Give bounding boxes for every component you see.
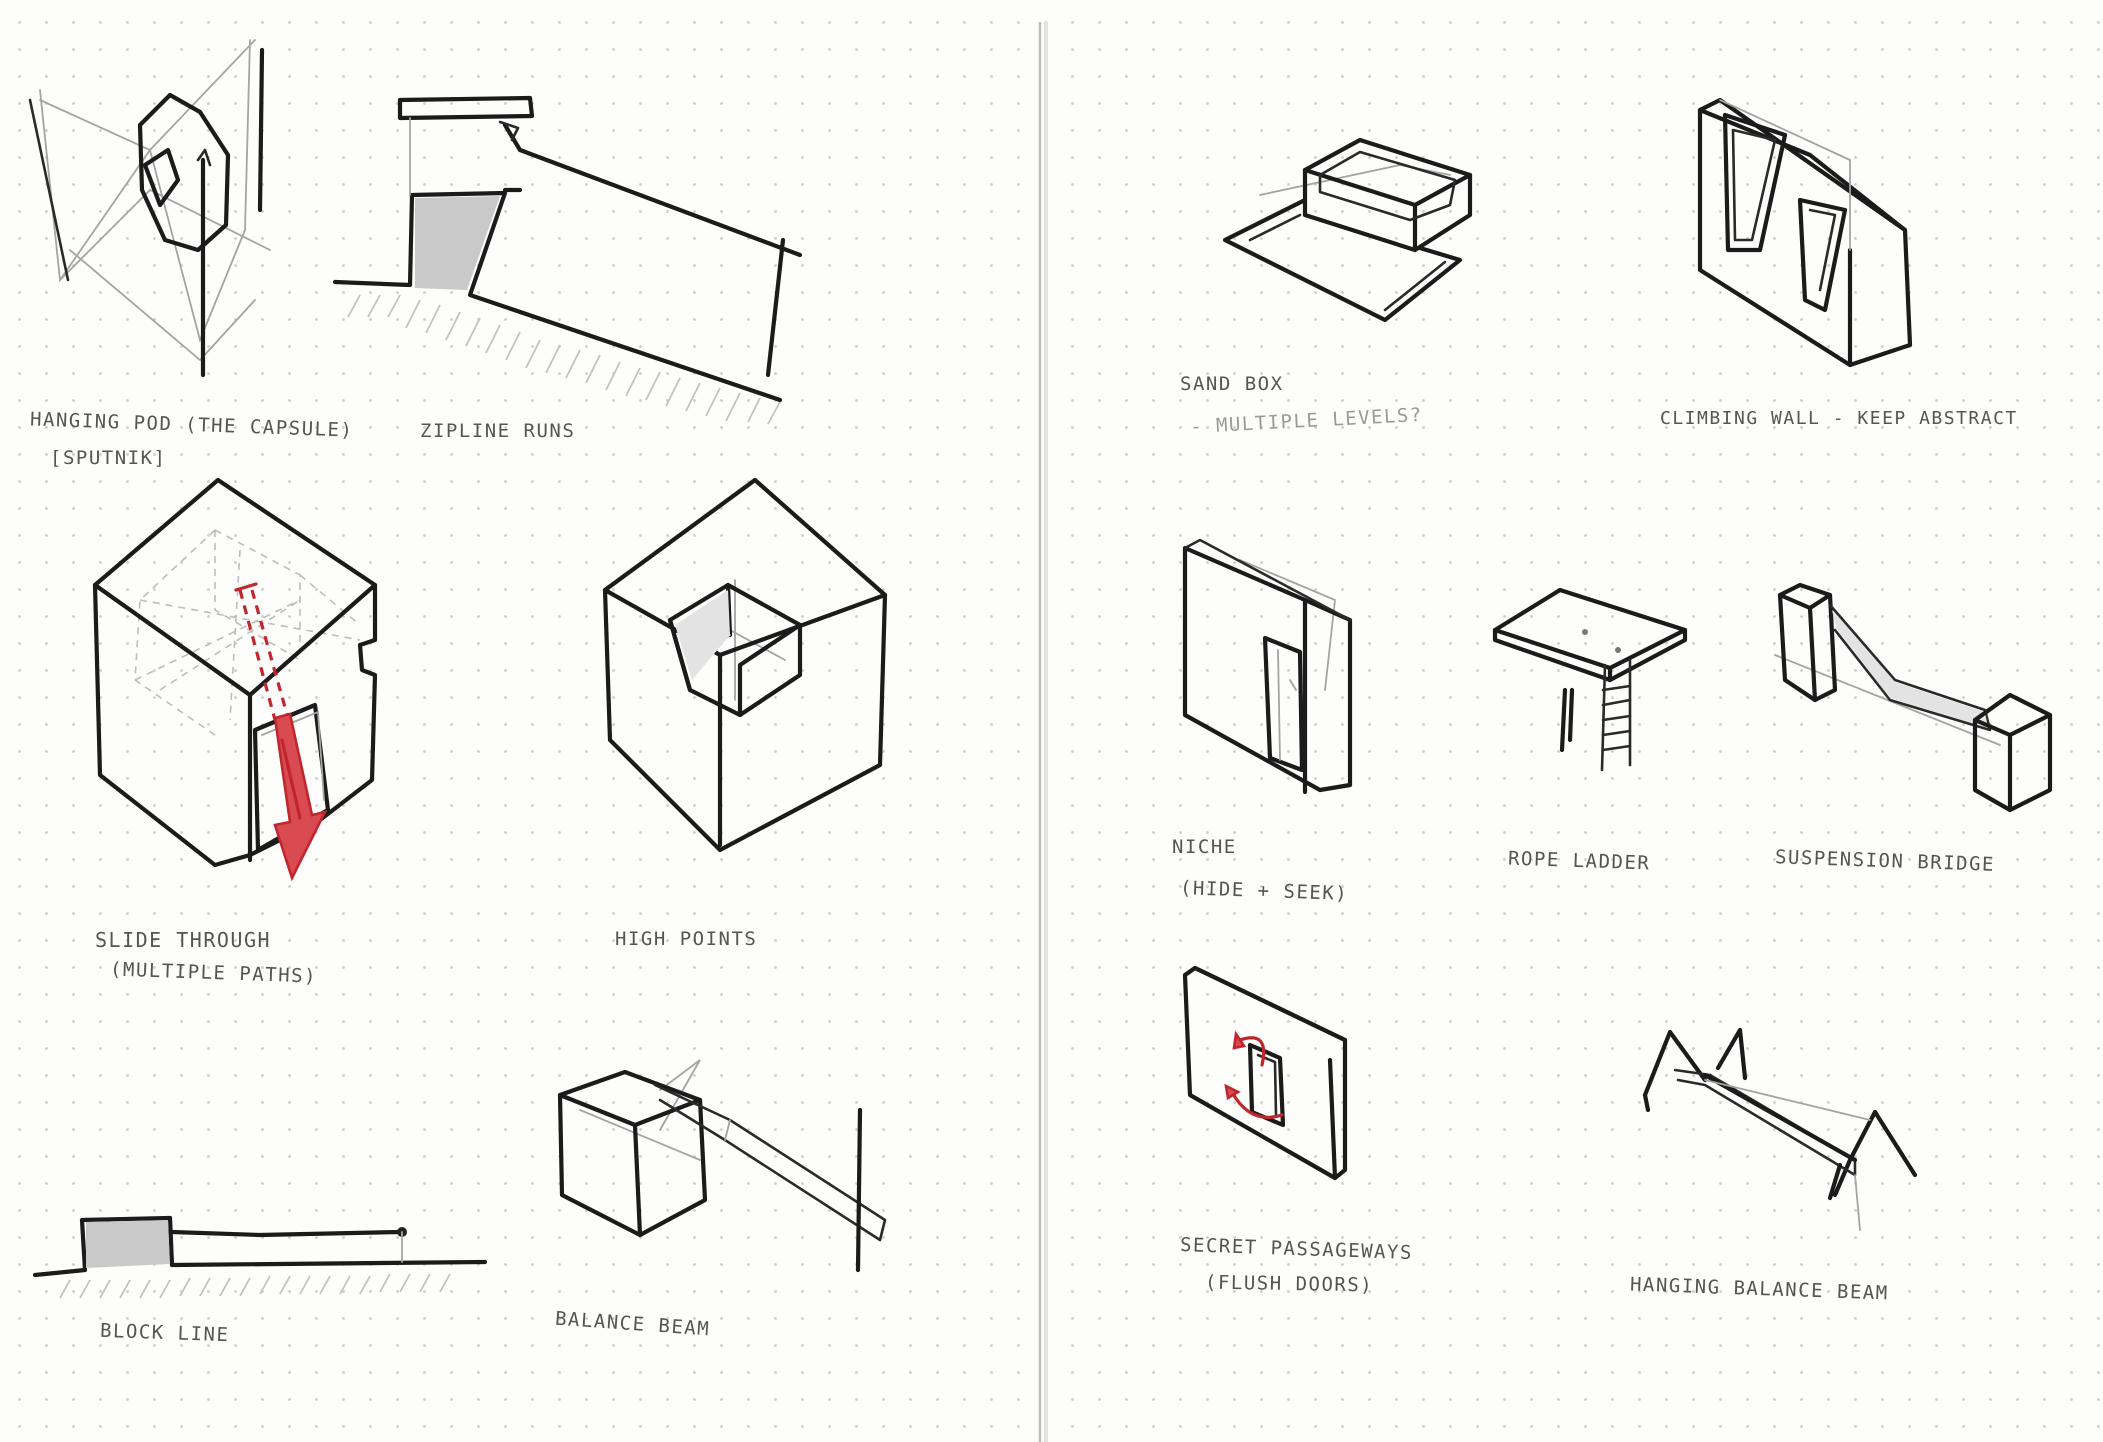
slide-through-drawing <box>92 477 378 882</box>
hanging-pod-drawing <box>28 39 271 378</box>
secret-passageways-sublabel: (FLUSH DOORS) <box>1204 1271 1374 1297</box>
climbing-wall-drawing <box>1697 97 1913 368</box>
climbing-wall-label: CLIMBING WALL - KEEP ABSTRACT <box>1660 408 2018 429</box>
balance-beam-drawing <box>557 1059 887 1273</box>
sandbox-drawing <box>1222 137 1473 323</box>
rope-ladder-drawing <box>1492 587 1688 772</box>
slide-through-label: SLIDE THROUGH <box>95 928 272 952</box>
hanging-balance-beam-drawing <box>1642 1027 1918 1231</box>
block-line-drawing <box>32 1215 488 1299</box>
zipline-runs-drawing <box>332 95 803 425</box>
high-points-label: HIGH POINTS <box>615 928 758 950</box>
sandbox-label: SAND BOX <box>1180 373 1284 395</box>
zipline-runs-label: ZIPLINE RUNS <box>420 420 576 442</box>
suspension-bridge-drawing <box>1774 582 2053 813</box>
secret-passageways-drawing <box>1182 965 1348 1181</box>
high-points-drawing <box>602 477 888 853</box>
niche-drawing <box>1182 538 1353 795</box>
hanging-pod-sublabel: [SPUTNIK] <box>50 447 167 469</box>
niche-label: NICHE <box>1172 836 1237 858</box>
block-line-label: BLOCK LINE <box>99 1319 230 1347</box>
page-gutter <box>1038 22 1048 1442</box>
